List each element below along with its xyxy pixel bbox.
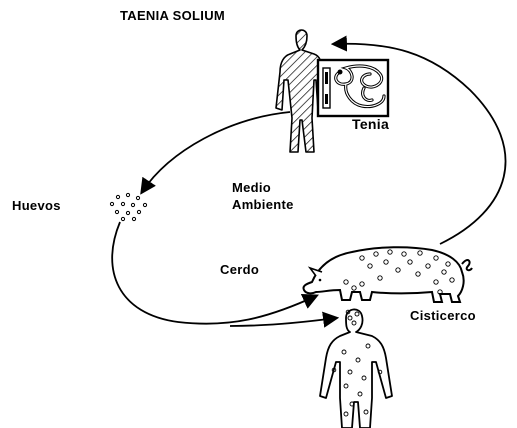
human-host-figure — [276, 30, 324, 152]
eggs-cluster — [110, 193, 146, 220]
huevos-label: Huevos — [12, 198, 61, 213]
tenia-label: Tenia — [352, 116, 389, 132]
tapeworm-figure — [318, 60, 388, 116]
medio-ambiente-label: Medio Ambiente — [232, 179, 294, 213]
human-cysticercosis-figure — [320, 309, 392, 428]
medio-ambiente-line-1: Medio — [232, 179, 294, 196]
diagram-title: TAENIA SOLIUM — [120, 8, 225, 23]
pig-figure — [303, 247, 472, 302]
arrow-eggs-to-pig-human — [112, 222, 316, 324]
cerdo-label: Cerdo — [220, 262, 259, 277]
cisticerco-label: Cisticerco — [410, 308, 476, 323]
medio-ambiente-line-2: Ambiente — [232, 196, 294, 213]
